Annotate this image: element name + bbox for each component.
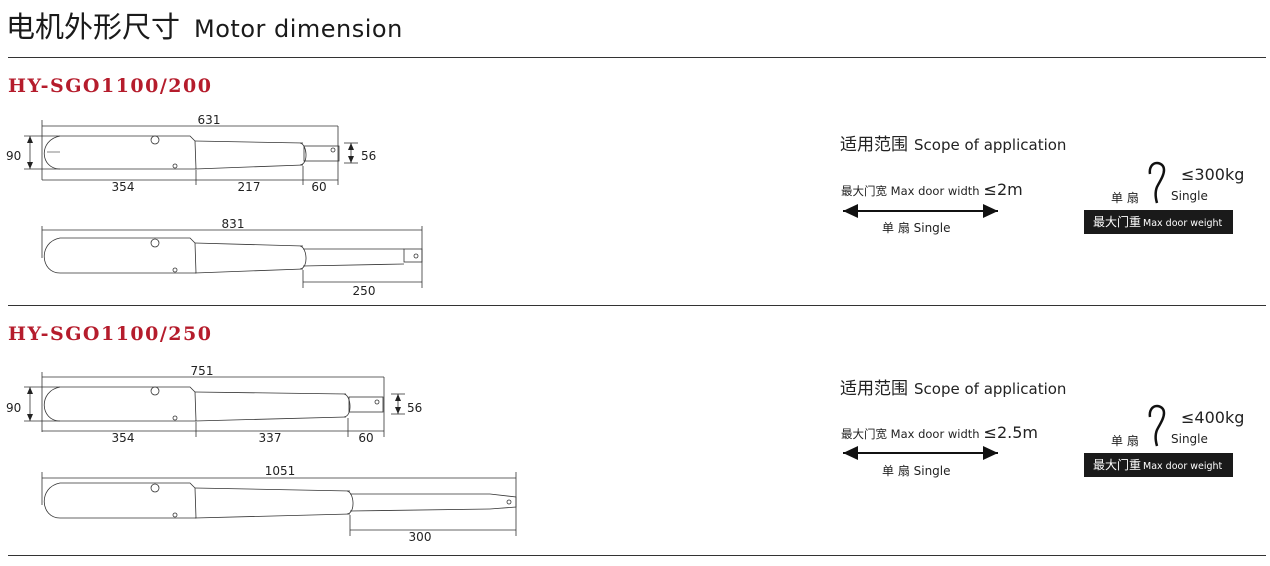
door-width-value-1: ≤2m [983,180,1023,199]
dim-total-open-2: 1051 [265,464,296,478]
title-en: Motor dimension [194,15,403,43]
scope-title-en-1: Scope of application [914,136,1067,154]
model-name-1: HY-SGO1100/200 [8,75,213,97]
section-divider [8,305,1266,306]
model-name-2: HY-SGO1100/250 [8,323,213,345]
dim-total-open-1: 831 [222,217,245,231]
weight-value-2: ≤400kg [1181,408,1245,427]
hook-icon-1 [1148,161,1166,204]
motor-open-drawing-2 [43,482,517,519]
door-width-label-2: 最大门宽 Max door width [841,427,980,441]
door-width-2: 最大门宽 Max door width≤2.5m [841,423,1038,442]
dim-stroke-1: 250 [353,284,376,298]
scope-heading-2: 适用范围 Scope of application [840,374,1066,399]
page-title: 电机外形尺寸 Motor dimension [6,4,403,46]
weight-label-cn-1: 最大门重 [1093,215,1142,229]
dim-stroke-2: 300 [409,530,432,544]
dim-seg3-1: 60 [311,180,326,194]
dim-total-closed-1: 631 [198,113,221,127]
scope-title-cn-2: 适用范围 [840,379,908,399]
title-cn: 电机外形尺寸 [6,10,181,44]
door-single-label-1: 单 扇 Single [882,221,951,235]
weight-single-cn-1: 单 扇 [1111,191,1139,205]
weight-label-en-1: Max door weight [1143,218,1223,229]
motor-closed-drawing-2 [43,386,384,422]
door-width-arrow-2 [843,446,998,460]
door-single-label-2: 单 扇 Single [882,464,951,478]
top-rule [8,57,1266,58]
dim-rod-height-2: 56 [407,401,422,415]
weight-value-1: ≤300kg [1181,165,1245,184]
dim-seg3-2: 60 [358,431,373,445]
scope-title-en-2: Scope of application [914,380,1067,398]
dim-height-1: 90 [6,149,21,163]
motor-closed-drawing-1 [43,135,340,170]
scope-heading-1: 适用范围 Scope of application [840,130,1066,155]
motor-open-drawing-1 [43,237,423,274]
door-width-1: 最大门宽 Max door width≤2m [841,180,1023,199]
dim-rod-height-1: 56 [361,149,376,163]
dim-seg2-1: 217 [238,180,261,194]
weight-label-cn-2: 最大门重 [1093,458,1142,472]
dim-total-closed-2: 751 [191,364,214,378]
door-width-label-1: 最大门宽 Max door width [841,184,980,198]
weight-label-en-2: Max door weight [1143,461,1223,472]
scope-title-cn-1: 适用范围 [840,135,908,155]
dim-seg1-1: 354 [112,180,135,194]
weight-single-en-2: Single [1171,432,1208,446]
weight-single-en-1: Single [1171,189,1208,203]
dim-height-2: 90 [6,401,21,415]
door-width-value-2: ≤2.5m [983,423,1038,442]
weight-single-cn-2: 单 扇 [1111,434,1139,448]
door-width-arrow-1 [843,204,998,218]
bottom-rule [8,555,1266,556]
hook-icon-2 [1148,404,1166,447]
dim-seg1-2: 354 [112,431,135,445]
dim-seg2-2: 337 [259,431,282,445]
